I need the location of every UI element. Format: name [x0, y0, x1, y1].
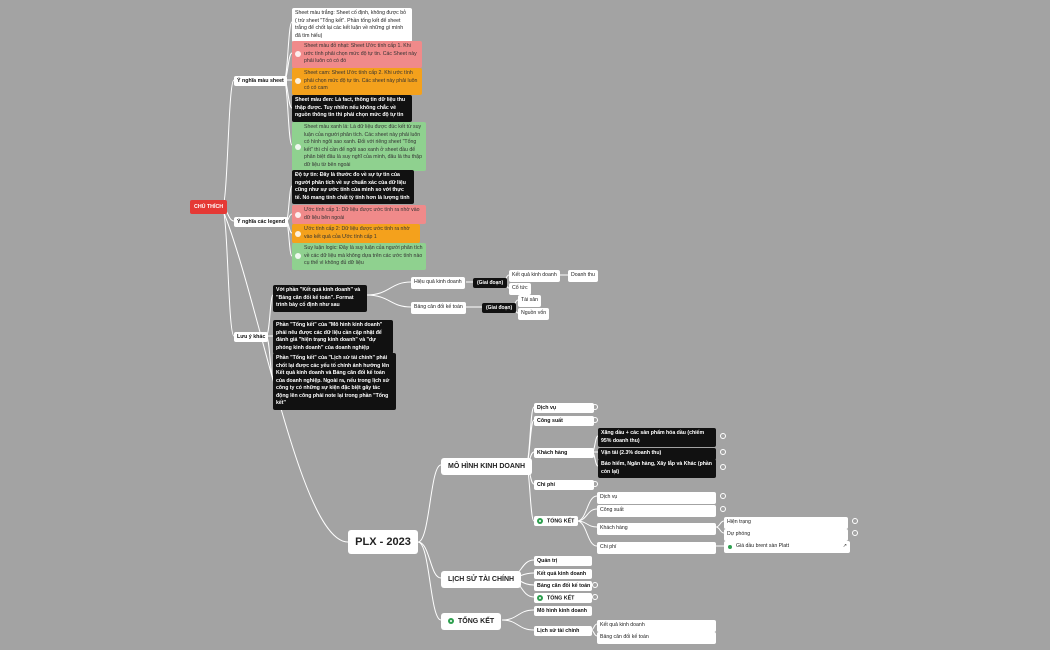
estimate2-text: Ước tính cấp 2: Dữ liệu được ước tính ra… — [304, 226, 410, 240]
kqkd-node[interactable]: Kết quả kinh doanh — [509, 270, 560, 282]
sheet-red-note[interactable]: Sheet màu đỏ nhạt: Sheet Ước tính cấp 1.… — [292, 41, 422, 68]
sheet-red-text: Sheet màu đỏ nhạt: Sheet Ước tính cấp 1.… — [304, 43, 417, 65]
fh-balance-node[interactable]: Bảng cân đối kế toán — [534, 581, 592, 591]
estimate-level1-icon — [295, 211, 301, 218]
link-icon[interactable] — [592, 594, 598, 600]
revenue-node[interactable]: Doanh thu — [568, 270, 598, 282]
customer-other[interactable]: Bảo hiểm, Ngân hàng, Xây lắp và Khác (ph… — [598, 459, 716, 479]
business-model-node[interactable]: MÔ HÌNH KINH DOANH — [441, 458, 532, 475]
estimate-level2-icon — [295, 230, 301, 237]
sheet-black-note[interactable]: Sheet màu đen: Là fact, thông tin dữ liệ… — [292, 95, 412, 122]
sum-costs[interactable]: Chi phí — [597, 542, 716, 554]
link-icon[interactable] — [720, 506, 726, 512]
costs-node[interactable]: Chi phí — [534, 480, 594, 490]
brent-price-node[interactable]: Giá dầu brent sàn Platt ↗ — [724, 541, 850, 553]
history-summary-note[interactable]: Phần "Tổng kết" của "Lịch sử tài chính" … — [273, 353, 396, 410]
sum-sub-balance[interactable]: Bảng cân đối kế toán — [597, 632, 716, 644]
sheet-orange-note[interactable]: Sheet cam: Sheet Ước tính cấp 2. Khi ước… — [292, 68, 422, 95]
balance-sheet-node[interactable]: Bảng cân đối kế toán — [411, 302, 466, 314]
customers-node[interactable]: Khách hàng — [534, 448, 594, 458]
logic-note[interactable]: Suy luận logic: Đây là suy luận của ngườ… — [292, 243, 426, 270]
dividend-node[interactable]: Cổ tức — [509, 283, 531, 295]
external-link-icon[interactable]: ↗ — [842, 543, 847, 549]
sum-fin-history[interactable]: Lịch sử tài chính — [534, 626, 592, 636]
legend-node[interactable]: CHÚ THÍCH — [190, 200, 228, 214]
logic-icon — [295, 253, 301, 260]
sheet-green-text: Sheet màu xanh lá: Là dữ liệu được đúc k… — [304, 124, 422, 168]
logic-icon — [727, 544, 733, 550]
logic-text: Suy luận logic: Đây là suy luận của ngườ… — [304, 245, 423, 267]
confidence-icon — [720, 464, 726, 470]
format-note[interactable]: Với phần "Kết quả kinh doanh" và "Bảng c… — [273, 285, 367, 312]
link-icon[interactable] — [720, 493, 726, 499]
sum-customers[interactable]: Khách hàng — [597, 523, 716, 535]
root-topic[interactable]: PLX - 2023 — [348, 530, 418, 554]
estimate1-text: Ước tính cấp 1: Dữ liệu được ước tính ra… — [304, 207, 420, 221]
sheet-meaning-node[interactable]: Ý nghĩa màu sheet — [234, 76, 287, 86]
sum-capacity[interactable]: Công suất — [597, 505, 716, 517]
estimate1-note[interactable]: Ước tính cấp 1: Dữ liệu được ước tính ra… — [292, 205, 426, 225]
link-icon[interactable] — [592, 417, 598, 423]
sum-current[interactable]: Hiện trạng — [724, 517, 848, 529]
bm-summary-node[interactable]: TỔNG KẾT — [534, 516, 578, 527]
phase-node-2[interactable]: (Giai đoạn) — [482, 303, 517, 313]
confidence-icon — [720, 433, 726, 439]
link-icon[interactable] — [592, 481, 598, 487]
fin-history-node[interactable]: LỊCH SỬ TÀI CHÍNH — [441, 571, 522, 588]
link-icon[interactable] — [592, 582, 598, 588]
customer-fuel[interactable]: Xăng dầu + các sản phẩm hóa dầu (chiếm 9… — [598, 428, 716, 448]
logic-icon — [295, 143, 301, 150]
phase-node[interactable]: (Giai đoạn) — [473, 278, 508, 288]
confidence-icon — [720, 449, 726, 455]
sum-forecast[interactable]: Dự phóng — [724, 529, 848, 541]
link-icon[interactable] — [592, 404, 598, 410]
estimate2-note[interactable]: Ước tính cấp 2: Dữ liệu được ước tính ra… — [292, 224, 420, 244]
notes-node[interactable]: Lưu ý khác — [234, 332, 269, 342]
sum-business-model[interactable]: Mô hình kinh doanh — [534, 606, 592, 616]
summary-label: TỔNG KẾT — [458, 618, 495, 625]
estimate-level2-icon — [295, 78, 301, 85]
bm-summary-label: TỔNG KẾT — [547, 518, 575, 525]
governance-node[interactable]: Quản trị — [534, 556, 592, 566]
business-result-node[interactable]: Hiệu quả kinh doanh — [411, 277, 465, 289]
customer-transport[interactable]: Vận tải (2.3% doanh thu) — [598, 448, 716, 460]
summary-node[interactable]: TỔNG KẾT — [441, 613, 502, 630]
link-icon[interactable] — [852, 518, 858, 524]
logic-icon — [537, 518, 543, 524]
sheet-white-note[interactable]: Sheet màu trắng: Sheet cố định, không đư… — [292, 8, 412, 43]
sum-sub-kqkd[interactable]: Kết quả kinh doanh — [597, 620, 716, 632]
link-icon[interactable] — [852, 530, 858, 536]
confidence-note[interactable]: Độ tự tin: Đây là thước đo về sự tự tin … — [292, 170, 414, 205]
fh-summary-label: TỔNG KẾT — [547, 595, 575, 602]
sheet-orange-text: Sheet cam: Sheet Ước tính cấp 2. Khi ước… — [304, 70, 418, 92]
sum-services[interactable]: Dịch vụ — [597, 492, 716, 504]
estimate-level1-icon — [295, 51, 301, 58]
model-summary-note[interactable]: Phần "Tổng kết" của "Mô hình kinh doanh"… — [273, 320, 393, 355]
fh-kqkd-node[interactable]: Kết quả kinh doanh — [534, 569, 592, 579]
brent-price-text: Giá dầu brent sàn Platt — [736, 543, 790, 549]
capital-node[interactable]: Nguồn vốn — [518, 308, 550, 320]
logic-icon — [448, 618, 454, 625]
capacity-node[interactable]: Công suất — [534, 416, 594, 426]
services-node[interactable]: Dịch vụ — [534, 403, 594, 413]
fh-summary-node[interactable]: TỔNG KẾT — [534, 593, 592, 604]
logic-icon — [537, 595, 543, 601]
legend-meaning-node[interactable]: Ý nghĩa các legend — [234, 217, 288, 227]
sheet-green-note[interactable]: Sheet màu xanh lá: Là dữ liệu được đúc k… — [292, 122, 426, 172]
assets-node[interactable]: Tài sản — [518, 295, 542, 307]
